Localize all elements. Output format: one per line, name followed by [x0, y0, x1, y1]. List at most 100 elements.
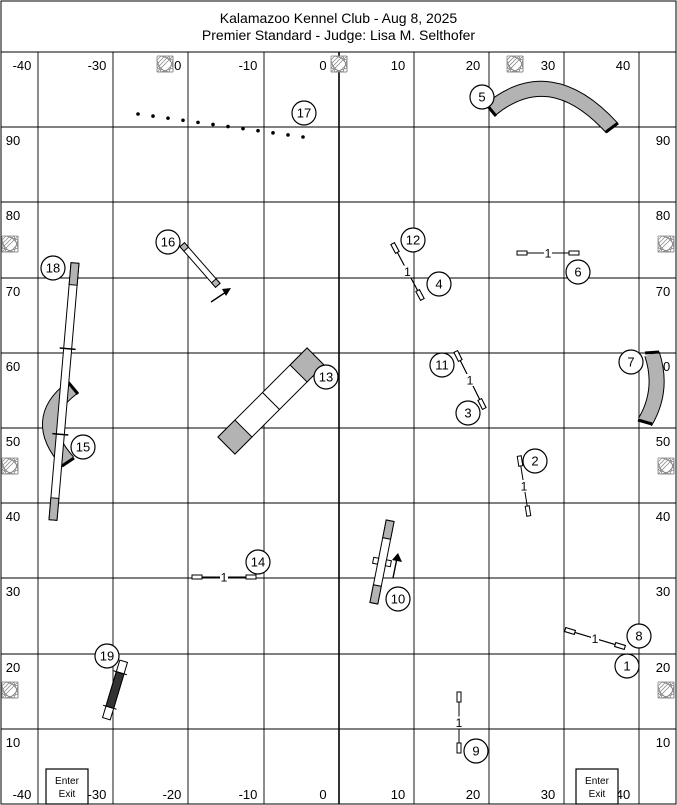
- y-label-left: 40: [6, 509, 20, 524]
- number-label: 17: [297, 106, 311, 121]
- y-label-right: 40: [656, 509, 670, 524]
- exit-label: Exit: [589, 789, 606, 800]
- number-circle: [618, 349, 644, 375]
- obstacle-number-16: 16: [155, 229, 181, 255]
- x-label-top: 30: [541, 58, 555, 73]
- jump-9: 1: [455, 691, 463, 754]
- weave-pole: [301, 135, 305, 139]
- dogwalk-18: [48, 262, 80, 521]
- number-label: 7: [627, 355, 634, 370]
- weave-pole: [211, 122, 215, 127]
- obstacle-number-18: 18: [40, 255, 66, 281]
- jump-bar-label: 1: [456, 716, 463, 730]
- obstacle-number-9: 9: [463, 738, 489, 764]
- number-label: 18: [46, 261, 60, 276]
- boundary-marker-icon: [657, 235, 675, 253]
- teeter-fulcrum: [372, 556, 380, 565]
- jump-wing: [456, 691, 462, 703]
- grid: [1, 52, 676, 804]
- number-circle: [426, 271, 452, 297]
- number-circle: [463, 738, 489, 764]
- x-label-top: -30: [88, 58, 107, 73]
- x-label-bottom: -40: [13, 787, 32, 802]
- x-label-bottom: -30: [88, 787, 107, 802]
- y-label-right: 80: [656, 208, 670, 223]
- y-label-left: 90: [6, 133, 20, 148]
- tire-leg: [179, 241, 190, 252]
- boundary-marker-icon: [330, 55, 348, 73]
- number-circle: [385, 586, 411, 612]
- y-label-right: 30: [656, 584, 670, 599]
- x-label-bottom: -20: [163, 787, 182, 802]
- direction-arrow-icon: [210, 288, 231, 303]
- course-title: Kalamazoo Kennel Club - Aug 8, 2025: [219, 10, 458, 26]
- direction-arrow-icon: [392, 553, 402, 579]
- jump-bar-label: 1: [521, 480, 528, 494]
- weave-pole: [136, 112, 140, 116]
- number-circle: [313, 364, 339, 390]
- weave-pole: [166, 116, 170, 120]
- weave-pole: [256, 128, 260, 133]
- number-label: 3: [464, 406, 471, 421]
- number-circle: [469, 84, 495, 110]
- teeter-contact: [369, 584, 382, 605]
- x-label-top: 0: [319, 58, 326, 73]
- weave-pole: [151, 114, 155, 118]
- boundary-markers: [1, 55, 675, 699]
- y-label-left: 60: [6, 359, 20, 374]
- number-label: 5: [478, 90, 485, 105]
- jump-wing: [415, 288, 425, 302]
- x-label-bottom: 30: [541, 787, 555, 802]
- number-label: 4: [435, 277, 442, 292]
- jump-6: 1: [516, 247, 580, 261]
- table-edge: [113, 670, 128, 676]
- jump-8: 1: [564, 627, 626, 650]
- x-label-bottom: -10: [239, 787, 258, 802]
- jump-14: 1: [191, 571, 257, 585]
- number-label: 9: [472, 744, 479, 759]
- number-circle: [291, 100, 317, 126]
- obstacle-number-17: 17: [291, 100, 317, 126]
- dogwalk-contact: [48, 497, 60, 521]
- number-circle: [565, 259, 591, 285]
- y-label-left: 10: [6, 735, 20, 750]
- x-label-top: 40: [616, 58, 630, 73]
- number-label: 15: [76, 440, 90, 455]
- y-label-right: 20: [656, 660, 670, 675]
- jump-bar-label: 1: [467, 374, 474, 388]
- number-label: 2: [531, 454, 538, 469]
- number-circle: [455, 400, 481, 426]
- number-circle: [400, 227, 426, 253]
- obstacles: 1111111111: [42, 80, 665, 754]
- number-label: 12: [406, 233, 420, 248]
- number-label: 13: [319, 370, 333, 385]
- number-circle: [626, 623, 652, 649]
- jump-wing: [477, 397, 487, 411]
- tunnel-end: [61, 456, 75, 468]
- aframe-apex: [262, 392, 280, 410]
- tunnel-7: [637, 350, 665, 427]
- enter-label: Enter: [585, 776, 610, 787]
- x-axis-labels: -40-40-30-30-20-20-10-100010102020303040…: [13, 58, 631, 802]
- boundary-marker-icon: [1, 681, 19, 699]
- jump-11: 1: [453, 349, 487, 411]
- boundary-marker-icon: [1, 457, 19, 475]
- aframe-13: [217, 347, 325, 455]
- jump-wing: [453, 349, 463, 363]
- jump-bar-label: 1: [404, 265, 411, 279]
- number-label: 11: [435, 358, 449, 373]
- obstacle-number-3: 3: [455, 400, 481, 426]
- obstacle-number-4: 4: [426, 271, 452, 297]
- obstacle-number-2: 2: [522, 448, 548, 474]
- boundary-marker-icon: [657, 681, 675, 699]
- number-label: 14: [251, 555, 265, 570]
- weave-17: [136, 112, 305, 139]
- y-label-right: 90: [656, 133, 670, 148]
- y-label-left: 80: [6, 208, 20, 223]
- enter-exit-frame: [575, 768, 619, 805]
- obstacle-number-14: 14: [245, 549, 271, 575]
- number-label: 16: [161, 235, 175, 250]
